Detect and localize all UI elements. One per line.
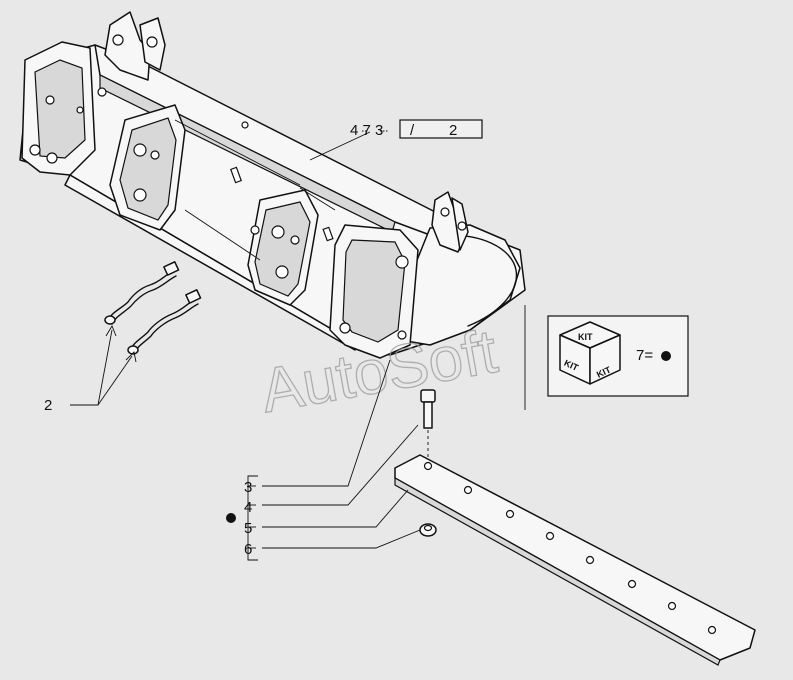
hydraulic-hoses — [104, 261, 202, 355]
label-hoses: 2 — [44, 397, 52, 414]
kit-dot-icon — [661, 351, 671, 361]
label-item-4: 4 — [244, 499, 252, 516]
callout-box-value: 2 — [449, 122, 457, 139]
kit-legend-box: KIT KIT KIT 7= — [524, 305, 689, 410]
callout-numbers: 4 7 3 — [350, 122, 383, 139]
callout-reference: 4 7 3 / 2 — [309, 119, 483, 161]
kit-note: 7= — [636, 347, 653, 364]
cutting-edge-blade — [394, 454, 756, 666]
item-leaders — [247, 359, 421, 561]
label-item-5: 5 — [244, 520, 252, 537]
kit-top-text: KIT — [578, 332, 593, 342]
loader-bucket — [19, 11, 526, 359]
item-5-kit-dot — [226, 513, 236, 523]
callout-box — [399, 119, 483, 139]
label-item-3: 3 — [244, 479, 252, 496]
callout-box-separator: / — [410, 122, 415, 139]
kit-cube-icon: KIT KIT KIT — [559, 321, 621, 385]
bolt — [420, 389, 436, 460]
label-item-6: 6 — [244, 541, 252, 558]
nut — [419, 523, 437, 537]
hose-leaders — [70, 324, 137, 406]
